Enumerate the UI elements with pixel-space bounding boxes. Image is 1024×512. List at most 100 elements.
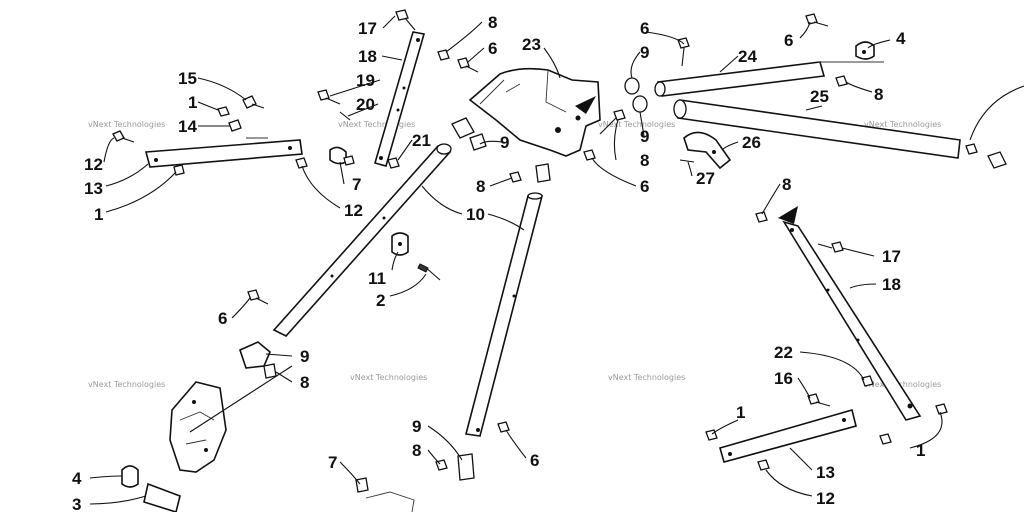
nut-8-right-strut — [755, 211, 768, 223]
callout-9: 9 — [640, 127, 649, 146]
bolt-6-upper — [457, 57, 479, 73]
arrow-pointer-upper — [575, 96, 596, 114]
callout-6: 6 — [488, 39, 497, 58]
watermark: vNext Technologies — [598, 120, 675, 129]
arrow-pointer-right — [778, 206, 798, 224]
nut-8-upper — [437, 49, 450, 61]
nut-21 — [387, 157, 400, 169]
callout-21: 21 — [412, 131, 431, 150]
callout-15: 15 — [178, 69, 197, 88]
callout-9: 9 — [412, 417, 421, 436]
callout-2: 2 — [376, 291, 385, 310]
watermark: vNext Technologies — [864, 380, 941, 389]
watermark: vNext Technologies — [864, 120, 941, 129]
callout-4: 4 — [72, 469, 82, 488]
callout-24: 24 — [738, 47, 757, 66]
clamp-7-upper — [329, 146, 355, 166]
tube-center — [464, 192, 544, 437]
callout-1: 1 — [188, 93, 197, 112]
callout-13: 13 — [816, 463, 835, 482]
collar-9-lower — [457, 453, 475, 481]
bolt-16 — [807, 393, 831, 407]
upper-mount-23 — [468, 67, 601, 157]
strut-18-upper — [374, 31, 426, 167]
washer-14 — [228, 119, 242, 132]
tube-25 — [673, 99, 961, 159]
watermarks: vNext Technologies vNext Technologies vN… — [88, 120, 941, 389]
callout-6: 6 — [218, 309, 227, 328]
bolt-12-left — [112, 130, 135, 143]
callout-8: 8 — [412, 441, 421, 460]
callout-20: 20 — [356, 95, 375, 114]
pin-20 — [339, 111, 351, 121]
bolt-6-mount — [583, 149, 596, 161]
callout-18: 18 — [358, 47, 377, 66]
callout-10: 10 — [466, 205, 485, 224]
callout-26: 26 — [742, 133, 761, 152]
callout-11: 11 — [368, 269, 386, 288]
bracket-13-right — [719, 409, 857, 463]
clamp-7-lower — [355, 477, 415, 512]
bolt-17-right — [817, 241, 844, 253]
callout-17: 17 — [882, 247, 901, 266]
callout-25: 25 — [810, 87, 829, 106]
clip-4-lower — [121, 465, 139, 488]
nut-1-right — [935, 403, 948, 415]
leader-lines — [89, 15, 1024, 505]
nut-8-right — [835, 75, 848, 87]
callout-7: 7 — [352, 175, 361, 194]
nut-1-upper — [217, 106, 230, 117]
callout-16: 16 — [774, 369, 793, 388]
cotter-2 — [417, 263, 441, 281]
bracket-26 — [683, 131, 732, 170]
callout-9: 9 — [300, 347, 309, 366]
bolt-6-left — [247, 289, 269, 305]
callout-23: 23 — [522, 35, 541, 54]
bolt-15 — [242, 95, 265, 109]
callout-1: 1 — [916, 441, 925, 460]
callout-12: 12 — [816, 489, 835, 508]
bolt-17-upper — [395, 9, 416, 31]
nut-8-mid — [509, 171, 522, 183]
bushing-9-a — [624, 77, 640, 95]
bolt-6-lower — [497, 421, 510, 433]
callout-3: 3 — [72, 495, 81, 512]
callout-12: 12 — [344, 201, 363, 220]
callout-6: 6 — [640, 177, 649, 196]
watermark: vNext Technologies — [338, 120, 415, 129]
nut-8-mount — [613, 109, 626, 121]
callout-8: 8 — [476, 177, 485, 196]
callout-labels: 17 18 19 20 21 8 6 23 6 9 24 6 4 8 25 15… — [72, 13, 925, 512]
callout-17: 17 — [358, 19, 377, 38]
clamp-11 — [391, 232, 409, 256]
callout-27: 27 — [696, 169, 715, 188]
bolt-6-top — [677, 37, 690, 67]
callout-12: 12 — [84, 155, 103, 174]
callout-14: 14 — [178, 117, 197, 136]
collar-9-left — [239, 341, 271, 369]
callout-19: 19 — [356, 71, 375, 90]
callout-9: 9 — [500, 133, 509, 152]
callout-22: 22 — [774, 343, 793, 362]
callout-6: 6 — [784, 31, 793, 50]
tube-24 — [654, 61, 884, 97]
callout-8: 8 — [488, 13, 497, 32]
bolt-19 — [317, 89, 341, 105]
callout-7: 7 — [328, 453, 337, 472]
bolt-22 — [861, 375, 874, 387]
callout-1: 1 — [94, 205, 103, 224]
end-cap-right — [965, 143, 1007, 169]
bushing-8-left — [263, 363, 277, 379]
callout-8: 8 — [300, 373, 309, 392]
bracket-13-left — [144, 137, 303, 168]
nut-1-right-bracket-b — [879, 433, 892, 445]
bushing-9-mid — [535, 163, 551, 183]
watermark: vNext Technologies — [350, 373, 427, 382]
callout-4: 4 — [896, 29, 906, 48]
watermark: vNext Technologies — [88, 380, 165, 389]
pin-27 — [679, 159, 695, 163]
callout-1: 1 — [736, 403, 745, 422]
collar-9-top — [451, 117, 475, 139]
tube-10 — [272, 143, 452, 337]
